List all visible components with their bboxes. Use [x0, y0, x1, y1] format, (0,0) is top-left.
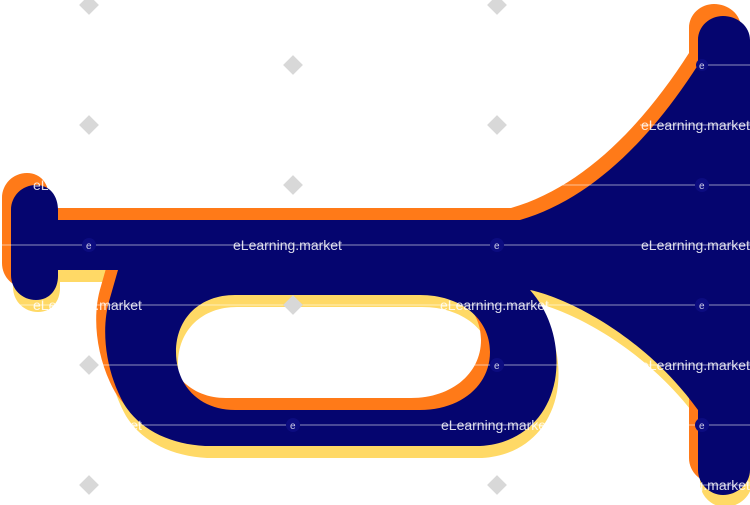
- watermark-mark: e: [494, 361, 500, 372]
- watermark-mark: e: [699, 301, 705, 312]
- watermark-text: eLearning.market: [233, 477, 342, 493]
- watermark-text: eLearning.market: [440, 297, 549, 313]
- watermark-mark: e: [86, 241, 92, 252]
- watermark-text: eLearning.market: [441, 417, 550, 433]
- watermark-mark: e: [699, 61, 705, 72]
- watermark-mark: e: [290, 421, 296, 432]
- watermark-text: eLearning.market: [641, 357, 750, 373]
- watermark-text: eLearning.market: [233, 237, 342, 253]
- watermark-mark: e: [699, 421, 705, 432]
- watermark-lines: [0, 64, 750, 486]
- watermark-text: eLearning.market: [33, 417, 142, 433]
- watermark-text: eLearning.market: [641, 237, 750, 253]
- watermark-mark: e: [494, 241, 500, 252]
- watermark-diamonds: [79, 0, 507, 495]
- watermark-text: eLearning.market: [641, 117, 750, 133]
- watermark-texts: eLearning.market eLearning.market eLearn…: [33, 117, 750, 493]
- watermark-mark: e: [699, 181, 705, 192]
- watermark-text: eLearning.market: [33, 297, 142, 313]
- watermark-marks: e e e e e e e e: [82, 59, 709, 432]
- watermark-text: eLearning.market: [33, 177, 142, 193]
- watermark-text: eLearning.market: [641, 477, 750, 493]
